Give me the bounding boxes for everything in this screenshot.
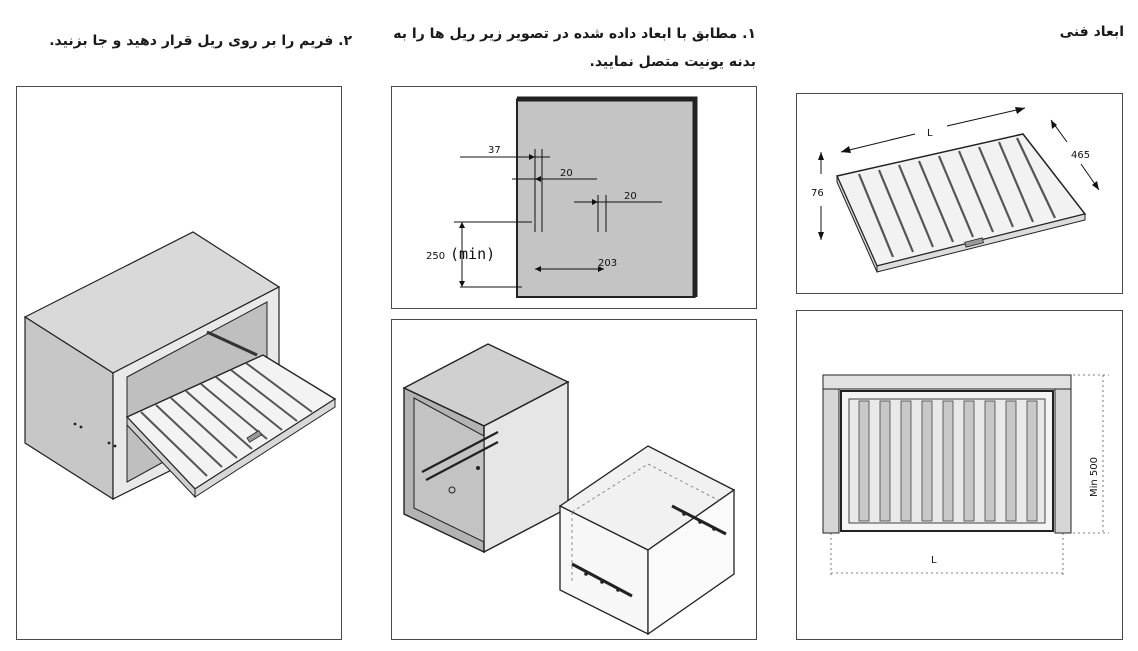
tray-handle (246, 430, 263, 443)
topview-width-label: L (931, 555, 937, 566)
tray-height-label: 76 (811, 188, 824, 199)
tray-isometric-drawing: L 465 76 (811, 107, 1100, 273)
heading-step1-line1: ۱. مطابق با ابعاد داده شده در تصویر زیر … (393, 26, 756, 42)
cabinet-a-interior (413, 397, 485, 543)
rail (206, 330, 258, 357)
dim-37: 37 (488, 145, 501, 156)
topview-min-depth-label: Min 500 (1089, 457, 1100, 497)
heading-step2: ۲. فریم را بر روی ریل قرار دهید و جا بزن… (49, 33, 352, 49)
step2-installed-tray-panel (16, 86, 342, 640)
cabinet-a-rails (421, 431, 499, 481)
rail-mounting-panel (391, 319, 757, 640)
tray-topview-bars (858, 400, 1038, 522)
tray-isometric-handle (964, 237, 984, 248)
rail-dimensions-drawing: 37 20 20 203 250 (min) (426, 96, 698, 298)
tray-isometric-spec-panel: L 465 76 (796, 93, 1123, 294)
tray-length-label: L (927, 128, 933, 139)
dim-250: 250 (426, 251, 445, 262)
heading-step1-line2: بدنه یونیت متصل نمایید. (589, 54, 757, 70)
tray-topview-spec-panel: L Min 500 (796, 310, 1123, 640)
dim-20-first: 20 (560, 168, 573, 179)
tray-isometric-bars (857, 137, 1056, 258)
cabinet-with-tray-drawing (23, 231, 337, 501)
cabinet-b-rails (571, 504, 727, 598)
dim-203: 203 (598, 258, 617, 269)
rail-mounting-drawing (402, 343, 736, 636)
heading-technical-specs: ابعاد فنی (1059, 24, 1124, 40)
tray-depth-label: 465 (1071, 150, 1090, 161)
tray-bars (140, 362, 313, 477)
cabinet-right-wall (1054, 374, 1072, 534)
dim-min: (min) (450, 245, 495, 263)
rail-dimensions-panel: 37 20 20 203 250 (min) (391, 86, 757, 309)
tray-topview-drawing: L Min 500 (822, 374, 1109, 577)
dim-20-second: 20 (624, 191, 637, 202)
cabinet-left-wall (822, 374, 840, 534)
